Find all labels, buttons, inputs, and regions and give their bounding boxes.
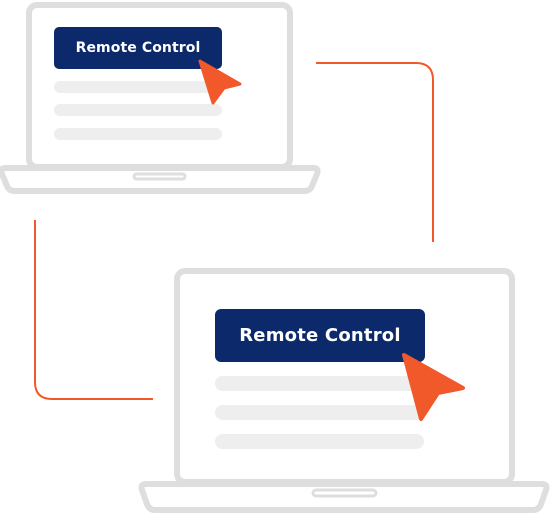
laptop-bottom xyxy=(138,268,550,513)
laptop-bottom-notch xyxy=(311,488,378,498)
connector-line-bottom-left xyxy=(34,220,153,400)
remote-control-button-bottom[interactable]: Remote Control xyxy=(215,309,425,362)
remote-control-button-top[interactable]: Remote Control xyxy=(54,27,222,69)
laptop-bottom-placeholder-line-2 xyxy=(215,405,424,420)
laptop-bottom-placeholder-line-1 xyxy=(215,376,424,391)
connector-line-top-right xyxy=(316,62,434,242)
laptop-top-notch xyxy=(132,172,187,181)
laptop-top-placeholder-line-3 xyxy=(54,128,222,140)
laptop-top-placeholder-line-2 xyxy=(54,104,222,116)
laptop-bottom-placeholder-line-3 xyxy=(215,434,424,449)
laptop-top-placeholder-line-1 xyxy=(54,81,222,93)
